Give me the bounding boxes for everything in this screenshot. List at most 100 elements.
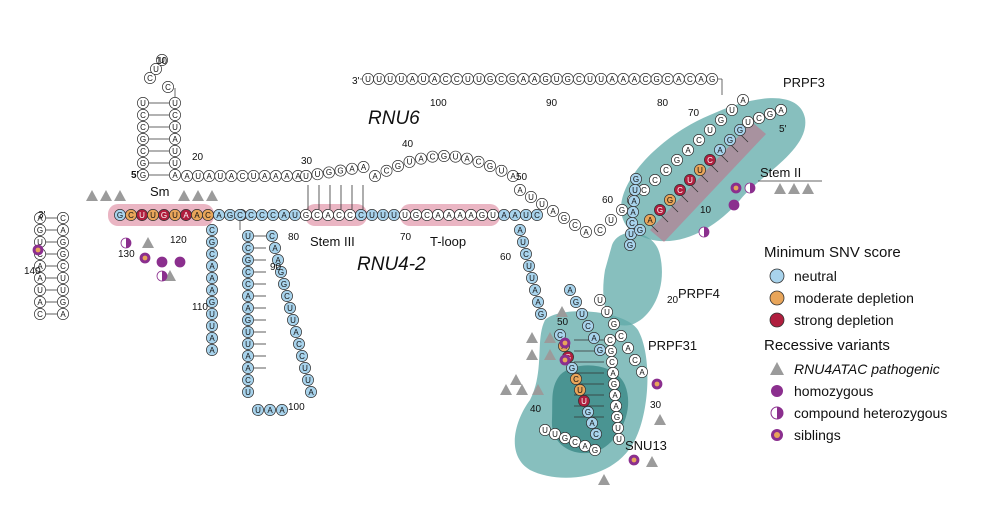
nucleotide: U bbox=[601, 306, 613, 318]
svg-text:U: U bbox=[159, 56, 165, 65]
svg-text:A: A bbox=[435, 211, 441, 220]
nucleotide: C bbox=[604, 334, 616, 346]
svg-text:C: C bbox=[652, 176, 658, 185]
svg-text:U: U bbox=[402, 211, 408, 220]
nucleotide: U bbox=[536, 198, 548, 210]
svg-text:A: A bbox=[37, 214, 43, 223]
rnu4-tick: 20 bbox=[667, 295, 679, 306]
svg-text:A: A bbox=[60, 226, 66, 235]
svg-text:A: A bbox=[591, 334, 597, 343]
legend-item-neutral: neutral bbox=[764, 265, 996, 287]
nucleotide: G bbox=[206, 236, 218, 248]
nucleotide: U bbox=[388, 209, 400, 221]
nucleotide: U bbox=[595, 73, 608, 85]
svg-text:C: C bbox=[269, 232, 275, 241]
svg-text:U: U bbox=[608, 216, 614, 225]
triangle-icon bbox=[532, 384, 544, 395]
nucleotide: A bbox=[191, 209, 203, 221]
nucleotide: G bbox=[158, 209, 170, 221]
nucleotide: C bbox=[242, 278, 254, 290]
svg-text:A: A bbox=[325, 211, 331, 220]
svg-text:G: G bbox=[209, 238, 215, 247]
homozygous-dot-icon bbox=[156, 256, 168, 268]
nucleotide: A bbox=[610, 400, 622, 412]
svg-text:U: U bbox=[604, 308, 610, 317]
nucleotide: U bbox=[362, 73, 374, 85]
legend-label: homozygous bbox=[794, 383, 874, 399]
nucleotide: A bbox=[57, 308, 69, 320]
svg-text:A: A bbox=[293, 328, 299, 337]
nucleotide: U bbox=[550, 73, 563, 85]
nucleotide: U bbox=[299, 362, 311, 374]
nucleotide: C bbox=[245, 209, 257, 221]
nucleotide: G bbox=[34, 224, 46, 236]
svg-text:G: G bbox=[667, 196, 673, 205]
svg-text:C: C bbox=[572, 438, 578, 447]
variant-markers bbox=[32, 182, 814, 485]
svg-text:U: U bbox=[597, 296, 603, 305]
svg-text:G: G bbox=[538, 310, 544, 319]
sibling-dot-icon bbox=[559, 337, 571, 349]
svg-text:U: U bbox=[139, 211, 145, 220]
svg-text:U: U bbox=[172, 159, 178, 168]
sibling-dot-icon bbox=[559, 354, 571, 366]
nucleotide: A bbox=[34, 296, 46, 308]
nucleotide: C bbox=[753, 112, 765, 124]
nucleotide: G bbox=[654, 204, 666, 216]
svg-text:C: C bbox=[140, 123, 146, 132]
nucleotide: C bbox=[450, 73, 463, 85]
nucleotide: U bbox=[252, 404, 264, 416]
svg-text:C: C bbox=[609, 358, 615, 367]
svg-text:C: C bbox=[641, 186, 647, 195]
nucleotide: G bbox=[734, 124, 746, 136]
svg-text:A: A bbox=[272, 244, 278, 253]
nucleotide: G bbox=[664, 194, 676, 206]
nucleotide: A bbox=[415, 152, 427, 165]
nucleotide: A bbox=[180, 209, 192, 221]
svg-text:U: U bbox=[476, 75, 482, 84]
nucleotide: U bbox=[549, 428, 561, 440]
svg-text:C: C bbox=[284, 292, 290, 301]
svg-text:G: G bbox=[561, 214, 567, 223]
svg-text:U: U bbox=[60, 286, 66, 295]
nucleotide: U bbox=[206, 320, 218, 332]
nucleotide: G bbox=[57, 236, 69, 248]
legend-label: siblings bbox=[794, 427, 841, 443]
triangle-icon bbox=[764, 360, 790, 378]
svg-text:C: C bbox=[707, 156, 713, 165]
nucleotide: U bbox=[704, 124, 716, 136]
svg-text:A: A bbox=[209, 286, 215, 295]
svg-text:C: C bbox=[557, 331, 563, 340]
svg-text:A: A bbox=[349, 165, 355, 174]
nucleotide: A bbox=[206, 284, 218, 296]
nucleotide: G bbox=[650, 73, 663, 85]
svg-text:A: A bbox=[698, 75, 704, 84]
nucleotide: A bbox=[627, 206, 639, 218]
svg-text:G: G bbox=[278, 268, 284, 277]
svg-text:G: G bbox=[337, 166, 343, 175]
svg-text:G: G bbox=[633, 175, 639, 184]
svg-text:A: A bbox=[262, 172, 268, 181]
nucleotide: U bbox=[461, 73, 474, 85]
nucleotide: G bbox=[589, 444, 601, 456]
svg-text:G: G bbox=[674, 156, 680, 165]
svg-text:C: C bbox=[37, 310, 43, 319]
svg-text:C: C bbox=[430, 152, 436, 161]
triangle-icon bbox=[100, 190, 112, 201]
nucleotide: U bbox=[525, 191, 537, 203]
svg-text:C: C bbox=[424, 211, 430, 220]
nucleotide: A bbox=[34, 272, 46, 284]
svg-text:U: U bbox=[526, 262, 532, 271]
svg-text:C: C bbox=[632, 356, 638, 365]
svg-text:G: G bbox=[565, 75, 571, 84]
nucleotide: A bbox=[509, 209, 521, 221]
triangle-icon bbox=[500, 384, 512, 395]
nucleotide: A bbox=[242, 290, 254, 302]
nucleotide: U bbox=[34, 284, 46, 296]
svg-text:A: A bbox=[512, 211, 518, 220]
svg-text:G: G bbox=[585, 408, 591, 417]
rnu4-title: RNU4-2 bbox=[357, 254, 426, 275]
nucleotide: C bbox=[554, 329, 566, 341]
nucleotide: C bbox=[569, 219, 581, 231]
svg-text:A: A bbox=[372, 172, 378, 181]
